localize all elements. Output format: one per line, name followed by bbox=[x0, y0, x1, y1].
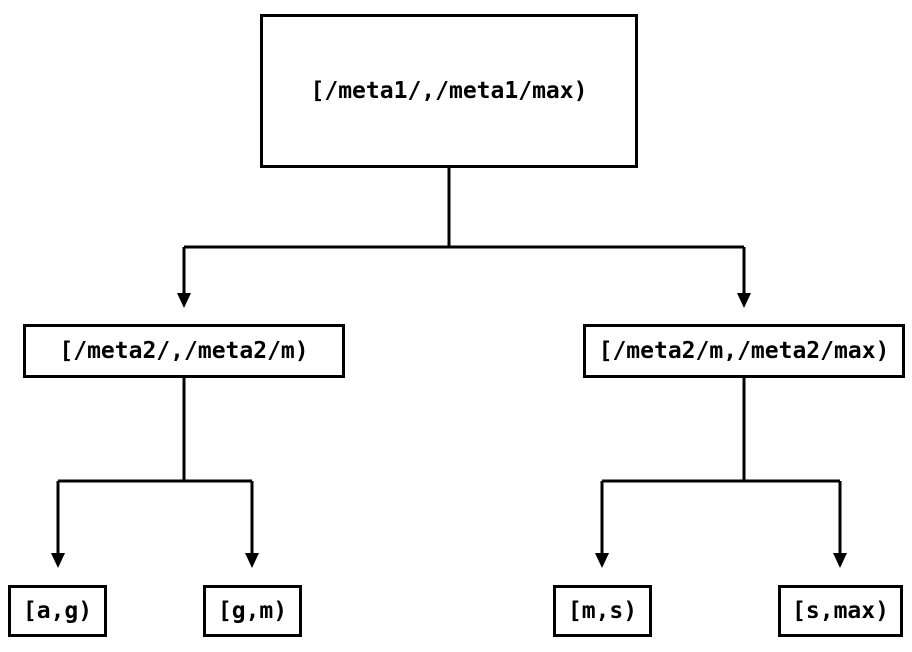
node-root-label: [/meta1/,/meta1/max) bbox=[310, 78, 588, 104]
node-meta2-left-label: [/meta2/,/meta2/m) bbox=[59, 338, 309, 364]
node-root: [/meta1/,/meta1/max) bbox=[260, 14, 638, 168]
edge-meta2-right-to-leaves bbox=[595, 378, 847, 568]
node-leaf-ag: [a,g) bbox=[8, 585, 107, 637]
node-meta2-right-label: [/meta2/m,/meta2/max) bbox=[598, 338, 890, 364]
edge-root-to-children bbox=[177, 168, 751, 308]
node-meta2-right: [/meta2/m,/meta2/max) bbox=[583, 324, 905, 378]
node-leaf-smax: [s,max) bbox=[778, 585, 903, 637]
node-leaf-smax-label: [s,max) bbox=[792, 598, 889, 624]
node-meta2-left: [/meta2/,/meta2/m) bbox=[23, 324, 345, 378]
arrowhead-to-leaf-gm bbox=[245, 553, 259, 568]
arrowhead-to-leaf-ag bbox=[51, 553, 65, 568]
edge-meta2-left-to-leaves bbox=[51, 378, 259, 568]
arrowhead-to-leaf-ms bbox=[595, 553, 609, 568]
node-leaf-ms-label: [m,s) bbox=[567, 598, 638, 624]
node-leaf-ms: [m,s) bbox=[553, 585, 652, 637]
node-leaf-gm-label: [g,m) bbox=[217, 598, 288, 624]
arrowhead-to-meta2-right bbox=[737, 293, 751, 308]
arrowhead-to-meta2-left bbox=[177, 293, 191, 308]
node-leaf-gm: [g,m) bbox=[203, 585, 302, 637]
node-leaf-ag-label: [a,g) bbox=[22, 598, 93, 624]
arrowhead-to-leaf-smax bbox=[833, 553, 847, 568]
